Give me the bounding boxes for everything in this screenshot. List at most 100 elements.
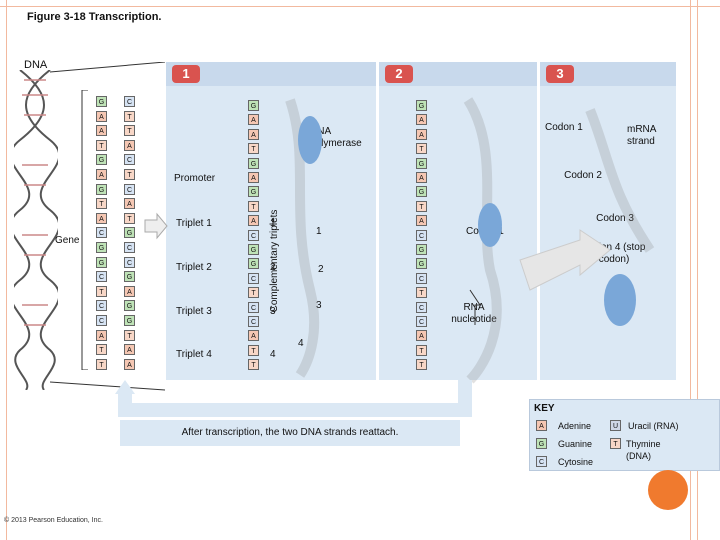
panel-3-badge: 3 — [546, 65, 574, 83]
helix-strand-2 — [25, 70, 58, 390]
p2-complement-4: 4 — [298, 338, 304, 349]
gene-base-right: T — [124, 125, 135, 137]
gene-base-left: A — [96, 329, 107, 341]
panel-2-base: G — [416, 244, 427, 255]
after-transcription-text: After transcription, the two DNA strands… — [120, 420, 460, 446]
copyright-text: © 2013 Pearson Education, Inc. — [4, 517, 103, 524]
gene-base-left: T — [96, 139, 107, 151]
panel-2-base: C — [416, 272, 427, 284]
frame-right-line — [690, 0, 691, 540]
panel-1-base: A — [248, 215, 259, 227]
panel-3: 3 — [540, 62, 676, 380]
panel-1-base: T — [248, 359, 259, 371]
panel-2-base: A — [416, 330, 427, 342]
rna-polymerase-blob — [298, 116, 322, 164]
panel-1-base: C — [248, 316, 259, 327]
gene-base-right: G — [124, 300, 135, 312]
panel-1-base: G — [248, 100, 259, 111]
panel-2-base: C — [416, 229, 427, 241]
frame-left-line — [6, 0, 7, 540]
rna-nucleotide-label: RNA nucleotide — [451, 302, 497, 325]
dna-helix — [14, 70, 58, 390]
panel-2-base: A — [416, 128, 427, 140]
triplet-number-1: 1 — [270, 218, 276, 229]
gene-base-right: A — [124, 344, 135, 356]
panel-2-base: T — [416, 200, 427, 212]
gene-base-right: A — [124, 139, 135, 151]
gene-base-right: G — [124, 227, 135, 239]
gene-base-right: T — [124, 110, 135, 122]
gene-base-left: G — [96, 242, 107, 253]
panel-1: 1 — [166, 62, 376, 380]
gene-base-left: C — [96, 315, 107, 326]
panel-1-base: C — [248, 229, 259, 241]
helix-strand-1 — [14, 70, 45, 390]
gene-base-right: C — [124, 154, 135, 166]
panel-2-badge: 2 — [385, 65, 413, 83]
key-thymine-swatch: T — [610, 438, 621, 449]
gene-base-left: T — [96, 358, 107, 370]
gene-base-right: G — [124, 315, 135, 326]
gene-base-right: A — [124, 358, 135, 370]
rna-polymerase-blob-2 — [478, 203, 502, 247]
key-adenine-label: Adenine — [558, 421, 592, 431]
promoter-label: Promoter — [174, 173, 216, 184]
triplet-3-label: Triplet 3 — [176, 306, 212, 317]
panel-2-base: T — [416, 344, 427, 356]
panel-1-base: T — [248, 200, 259, 212]
panel-1-badge: 1 — [172, 65, 200, 83]
gene-base-left: G — [96, 96, 107, 107]
p3-mrna-curve — [585, 108, 655, 253]
gene-base-right: A — [124, 198, 135, 210]
nucleotide-arrow — [469, 289, 481, 325]
return-arrow — [115, 380, 472, 417]
panel-3-codon-1-label: Codon 1 — [545, 122, 583, 133]
gene-base-right: A — [124, 285, 135, 297]
triplet-number-2: 2 — [270, 262, 276, 273]
rna-polymerase-blob-3 — [604, 274, 636, 326]
p2-complement-1: 1 — [316, 226, 322, 237]
p2-complement-3: 3 — [316, 300, 322, 311]
gene-base-right: T — [124, 212, 135, 224]
panel-2-base: A — [416, 172, 427, 183]
panel-2: 2 — [379, 62, 537, 380]
panel-2-base: G — [416, 258, 427, 270]
panel-2-base: G — [416, 157, 427, 169]
panel-1-base: T — [248, 344, 259, 356]
panel-1-base: T — [248, 143, 259, 155]
gene-base-left: A — [96, 125, 107, 137]
panel-1-base: G — [248, 186, 259, 198]
key-box: KEY A Adenine G Guanine C Cytosine U Ura… — [529, 399, 720, 471]
codon-4-label: Codon 4 (stop codon) — [582, 242, 646, 265]
panel-2-base: C — [416, 301, 427, 313]
triplet-number-4: 4 — [270, 349, 276, 360]
big-arrow — [519, 229, 611, 291]
panel-1-base: G — [248, 244, 259, 255]
codon-2-label: Codon 2 — [564, 170, 602, 181]
gene-base-left: A — [96, 212, 107, 224]
mrna-strand-label: mRNA strand — [627, 124, 656, 147]
key-thymine-label: Thymine (DNA) — [626, 439, 661, 461]
gene-base-right: T — [124, 169, 135, 180]
panel-1-base: A — [248, 330, 259, 342]
p2-complement-2: 2 — [318, 264, 324, 275]
gene-base-left: T — [96, 198, 107, 210]
key-uracil-swatch: U — [610, 420, 621, 431]
triplet-2-label: Triplet 2 — [176, 262, 212, 273]
triplet-number-3: 3 — [270, 306, 276, 317]
codon-3-label: Codon 3 — [596, 213, 634, 224]
p2-mrna-curve — [463, 97, 502, 384]
gene-base-left: G — [96, 256, 107, 268]
curved-strands — [285, 97, 655, 384]
right-arrow — [144, 212, 168, 240]
panel-1-base: G — [248, 157, 259, 169]
gene-bracket — [81, 90, 88, 370]
panel-1-base: G — [248, 258, 259, 270]
gene-base-right: C — [124, 242, 135, 253]
panel-1-base: C — [248, 301, 259, 313]
panel-1-base: T — [248, 287, 259, 299]
gene-base-left: A — [96, 169, 107, 180]
